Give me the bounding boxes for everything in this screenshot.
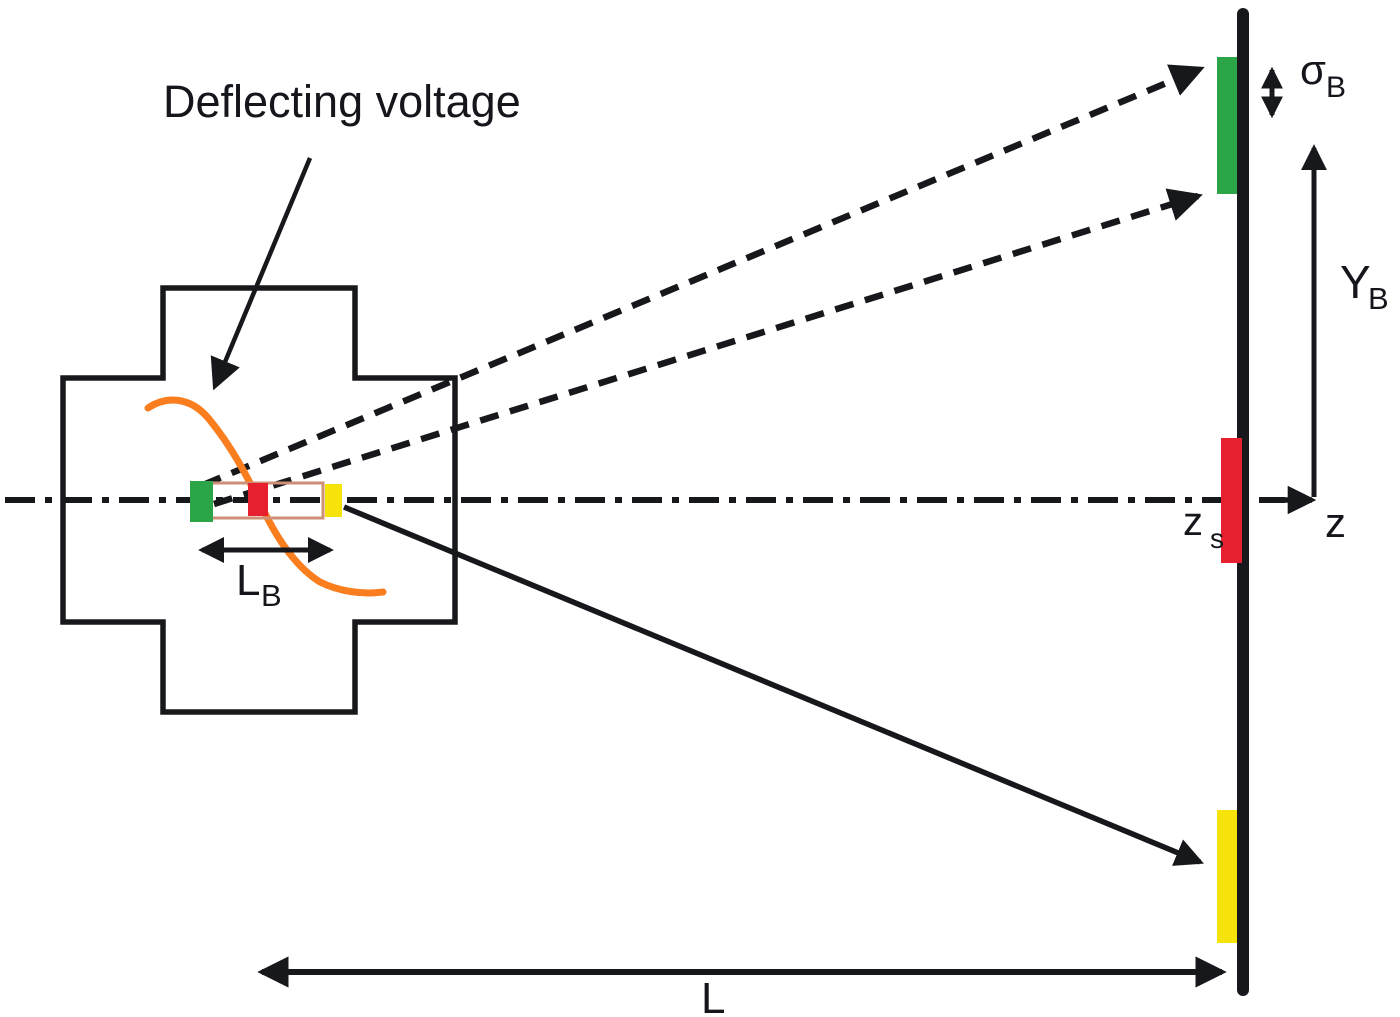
yb-label-sub: B — [1368, 281, 1389, 316]
dashed-trajectory-upper — [201, 64, 1205, 488]
deflecting-voltage-label: Deflecting voltage — [163, 76, 521, 127]
screen-spot-green — [1217, 57, 1237, 194]
yb-label-main: Y — [1340, 256, 1371, 308]
sigma-b-label-main: σ — [1300, 46, 1326, 93]
cavity-cross-outline — [60, 285, 458, 715]
zs-label-sub: s — [1210, 523, 1224, 554]
lb-label-main: L — [236, 556, 260, 605]
bunch-slice-green — [190, 481, 213, 522]
annotation-arrow — [210, 157, 313, 391]
dashed-trajectory-lower — [213, 188, 1203, 508]
screen-spot-yellow — [1217, 810, 1237, 943]
l-label: L — [701, 974, 725, 1017]
z-axis-label: z — [1325, 499, 1346, 546]
lb-label-sub: B — [261, 578, 282, 613]
bunch-slice-yellow — [325, 484, 342, 517]
sigma-b-label-sub: B — [1326, 71, 1346, 104]
bunch-slice-red — [248, 483, 268, 516]
screen-spot-red — [1221, 438, 1242, 563]
solid-trajectory-yellow — [342, 504, 1204, 866]
zs-label-main: z — [1183, 500, 1203, 544]
